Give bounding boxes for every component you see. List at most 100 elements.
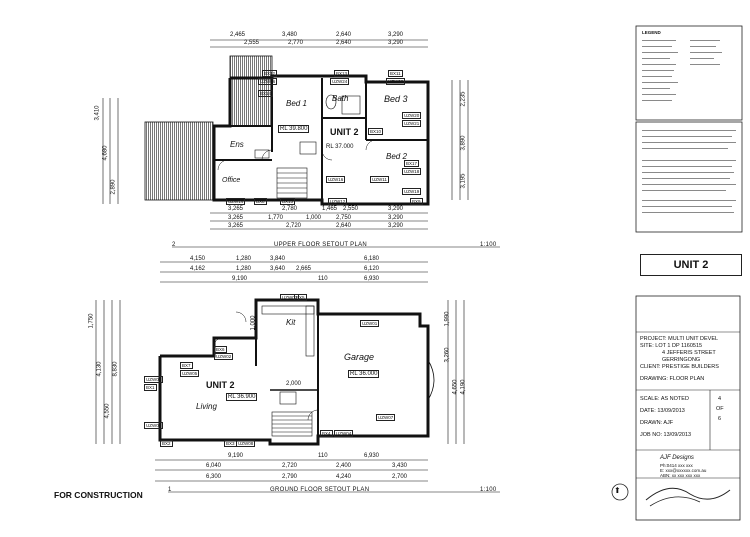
- ground-top-dim3: 9,190: [232, 276, 248, 282]
- window-tag: UZW11: [370, 176, 389, 183]
- title-block-row: 4 JEFFERIS STREET: [662, 350, 716, 356]
- window-tag: UZW06: [144, 422, 164, 429]
- upper-bottom-dim: 3,265: [228, 206, 244, 212]
- ground-top-dim: 1,280: [236, 256, 252, 262]
- ground-top-dim2: 1,280: [236, 266, 252, 272]
- upper-top-dim2: 2,555: [244, 40, 260, 46]
- ground-plan-number: 1: [168, 487, 172, 493]
- for-construction-stamp: FOR CONSTRUCTION: [54, 490, 143, 500]
- window-tag: UZW04: [334, 430, 354, 437]
- upper-top-dim: 2,465: [230, 32, 246, 38]
- upper-plan-scale: 1:100: [480, 242, 497, 248]
- room-bed1: Bed 1: [286, 99, 307, 108]
- ground-floor-plan: [95, 261, 465, 482]
- level-rl-37000: RL 37.000: [326, 144, 354, 150]
- sheet-of: OF: [716, 406, 724, 412]
- sheet-number: 4: [718, 396, 722, 402]
- window-tag: BX11: [388, 70, 403, 77]
- room-garage: Garage: [344, 352, 375, 362]
- title-block-row: GERRINGONG: [662, 357, 701, 363]
- ground-top-dim2: 2,665: [296, 266, 312, 272]
- ground-right-dim: 1,990: [444, 311, 451, 327]
- firm-line: ABN: xx xxx xxx xxx: [660, 473, 701, 478]
- upper-top-dim2: 2,640: [336, 40, 352, 46]
- upper-plan-title: UPPER FLOOR SETOUT PLAN: [274, 242, 368, 248]
- title-block-row: SCALE: AS NOTED: [640, 396, 689, 402]
- upper-bottom-dim2: 3,290: [388, 215, 404, 221]
- room-ens: Ens: [230, 140, 244, 149]
- upper-bottom-dim2: 1,000: [306, 215, 322, 221]
- room-bed3: Bed 3: [384, 94, 408, 104]
- window-tag: UZW20: [402, 112, 422, 119]
- upper-floor-plan: [102, 39, 469, 230]
- upper-left-dim: 3,410: [94, 105, 101, 121]
- window-tag: BX14: [258, 90, 274, 97]
- upper-bottom-dim2: 3,265: [228, 215, 244, 221]
- window-tag: BX12: [262, 70, 278, 77]
- ground-top-dim: 4,150: [190, 256, 206, 262]
- window-tag: UZW03: [280, 294, 300, 301]
- ground-bottom-dim3: 2,790: [282, 474, 298, 480]
- upper-right-dim: 3,890: [460, 135, 467, 151]
- upper-bottom-dim3: 3,290: [388, 223, 404, 229]
- window-tag: UZW02: [214, 353, 234, 360]
- window-tag: BX4: [320, 430, 333, 437]
- ground-left-dim: 8,830: [112, 361, 119, 377]
- window-tag: BX17: [404, 160, 420, 167]
- upper-bottom-dim3: 3,265: [228, 223, 244, 229]
- ground-bottom-dim3: 6,300: [206, 474, 222, 480]
- upper-bottom-dim: 2,780: [282, 206, 298, 212]
- room-bed2: Bed 2: [386, 152, 407, 161]
- upper-top-dim2: 3,290: [388, 40, 404, 46]
- unit-label-box: UNIT 2: [640, 254, 742, 276]
- ground-bottom-dim2: 2,400: [336, 463, 352, 469]
- window-tag: BX7: [180, 362, 193, 369]
- upper-top-dim: 3,290: [388, 32, 404, 38]
- ground-left-dim: 4,550: [104, 403, 111, 419]
- ground-top-dim2: 3,640: [270, 266, 286, 272]
- window-tag: UZW16: [326, 176, 346, 183]
- ground-top-dim3: 6,930: [364, 276, 380, 282]
- room-living: Living: [196, 402, 217, 411]
- window-tag: UZW24: [330, 78, 350, 85]
- window-tag: UZW12: [328, 198, 348, 205]
- window-tag: UZW06: [258, 78, 278, 85]
- window-tag: BX5: [294, 294, 307, 301]
- inner-dim: 1,000: [250, 315, 257, 331]
- ground-left-dim: 1,750: [88, 313, 95, 329]
- right-panel: [611, 25, 743, 521]
- title-block-row: CLIENT: PRESTIGE BUILDERS: [640, 364, 719, 370]
- inner-dim: 2,000: [286, 381, 302, 387]
- window-tag: BX13: [334, 70, 350, 77]
- upper-plan-number: 2: [172, 242, 176, 248]
- ground-bottom-dim: 9,190: [228, 453, 244, 459]
- window-tag: UZW22: [386, 78, 406, 85]
- room-kit: Kit: [286, 318, 296, 327]
- firm-line: E: xxx@xxxxxx.com.au: [660, 468, 707, 473]
- ground-bottom-dim2: 6,040: [206, 463, 222, 469]
- title-block-row: DATE: 13/09/2013: [640, 408, 685, 414]
- window-tag: BX10: [368, 128, 384, 135]
- window-tag: BX2: [160, 440, 173, 447]
- level-rl-36000: RL 36.000: [348, 370, 380, 378]
- window-tag: BX8: [254, 198, 267, 205]
- ground-right-dim: 4,190: [460, 379, 467, 395]
- firm-line: Ph:0414 xxx xxx: [660, 463, 693, 468]
- upper-left-dim: 2,890: [110, 179, 117, 195]
- ground-bottom-dim2: 2,720: [282, 463, 298, 469]
- ground-plan-scale: 1:100: [480, 487, 497, 493]
- upper-right-dim: 2,235: [460, 91, 467, 107]
- ground-top-dim: 6,180: [364, 256, 380, 262]
- window-tag: UZW21: [402, 120, 422, 127]
- upper-bottom-dim3: 2,720: [286, 223, 302, 229]
- window-tag: BX3: [224, 440, 237, 447]
- upper-bottom-dim: 2,550: [343, 206, 359, 212]
- ground-bottom-dim: 110: [318, 453, 328, 459]
- ground-top-dim2: 6,120: [364, 266, 380, 272]
- title-block-row: PROJECT: MULTI UNIT DEVEL: [640, 336, 719, 342]
- window-tag: BX1: [144, 384, 157, 391]
- title-block-row: JOB NO: 13/09/2013: [640, 432, 692, 438]
- ground-plan-title: GROUND FLOOR SETOUT PLAN: [270, 487, 370, 493]
